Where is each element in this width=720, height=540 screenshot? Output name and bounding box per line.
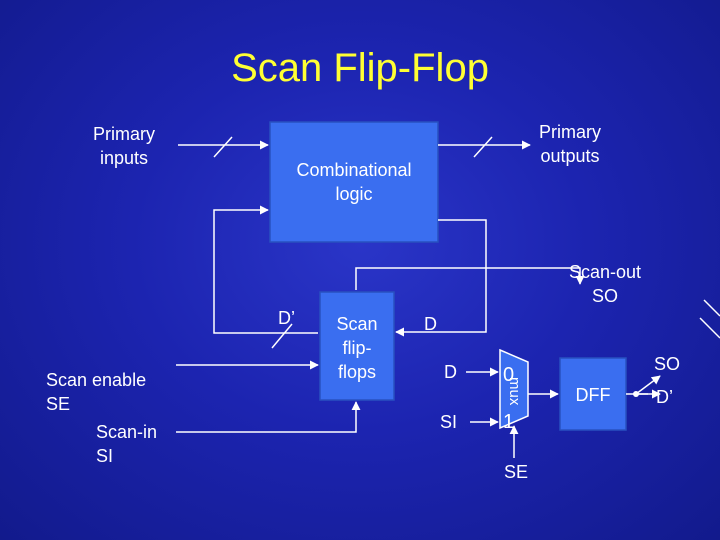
mux-shape [499,348,529,430]
primary-inputs-label: Primary inputs [93,124,155,168]
scan-out-wire [355,267,585,290]
mux-input-1-label: 1 [503,411,515,433]
d-top-label: D [424,314,437,334]
scan-flip-flops-label: Scan flip- flops [336,314,378,382]
d-prime-feedback-wire [213,205,318,334]
d-prime-left-label: D’ [278,308,295,328]
mux-si-label: SI [440,412,458,432]
bus-slash-inputs [213,136,233,158]
d-prime-output-label: D’ [656,387,673,407]
d-wire [395,219,487,337]
so-output-label: SO [654,354,681,374]
edge-slash-2 [703,299,720,317]
scan-flip-flops-block [319,291,395,401]
so-output-wire [635,375,661,395]
combinational-logic-label: Combinational logic [296,160,412,204]
mux-d-label: D [444,362,457,382]
scan-in-label: Scan-in SI [96,422,158,466]
se-bottom-label: SE [504,462,529,482]
mux-name-label: mux [506,377,523,406]
slide-title: Scan Flip-Flop [231,46,489,90]
mux-input-0-label: 0 [503,364,515,386]
scan-in-wire [176,401,361,433]
combinational-logic-block [269,121,439,243]
fanout-dot [633,391,639,397]
edge-slash-1 [699,317,720,339]
bus-slash-outputs [473,136,493,158]
bus-slash-d-prime [271,323,293,349]
dff-block [559,357,627,431]
scan-enable-label: Scan enable SE [46,370,147,414]
dff-label: DFF [575,385,611,405]
primary-outputs-label: Primary outputs [539,122,601,166]
scan-out-label: Scan-out SO [568,262,642,306]
